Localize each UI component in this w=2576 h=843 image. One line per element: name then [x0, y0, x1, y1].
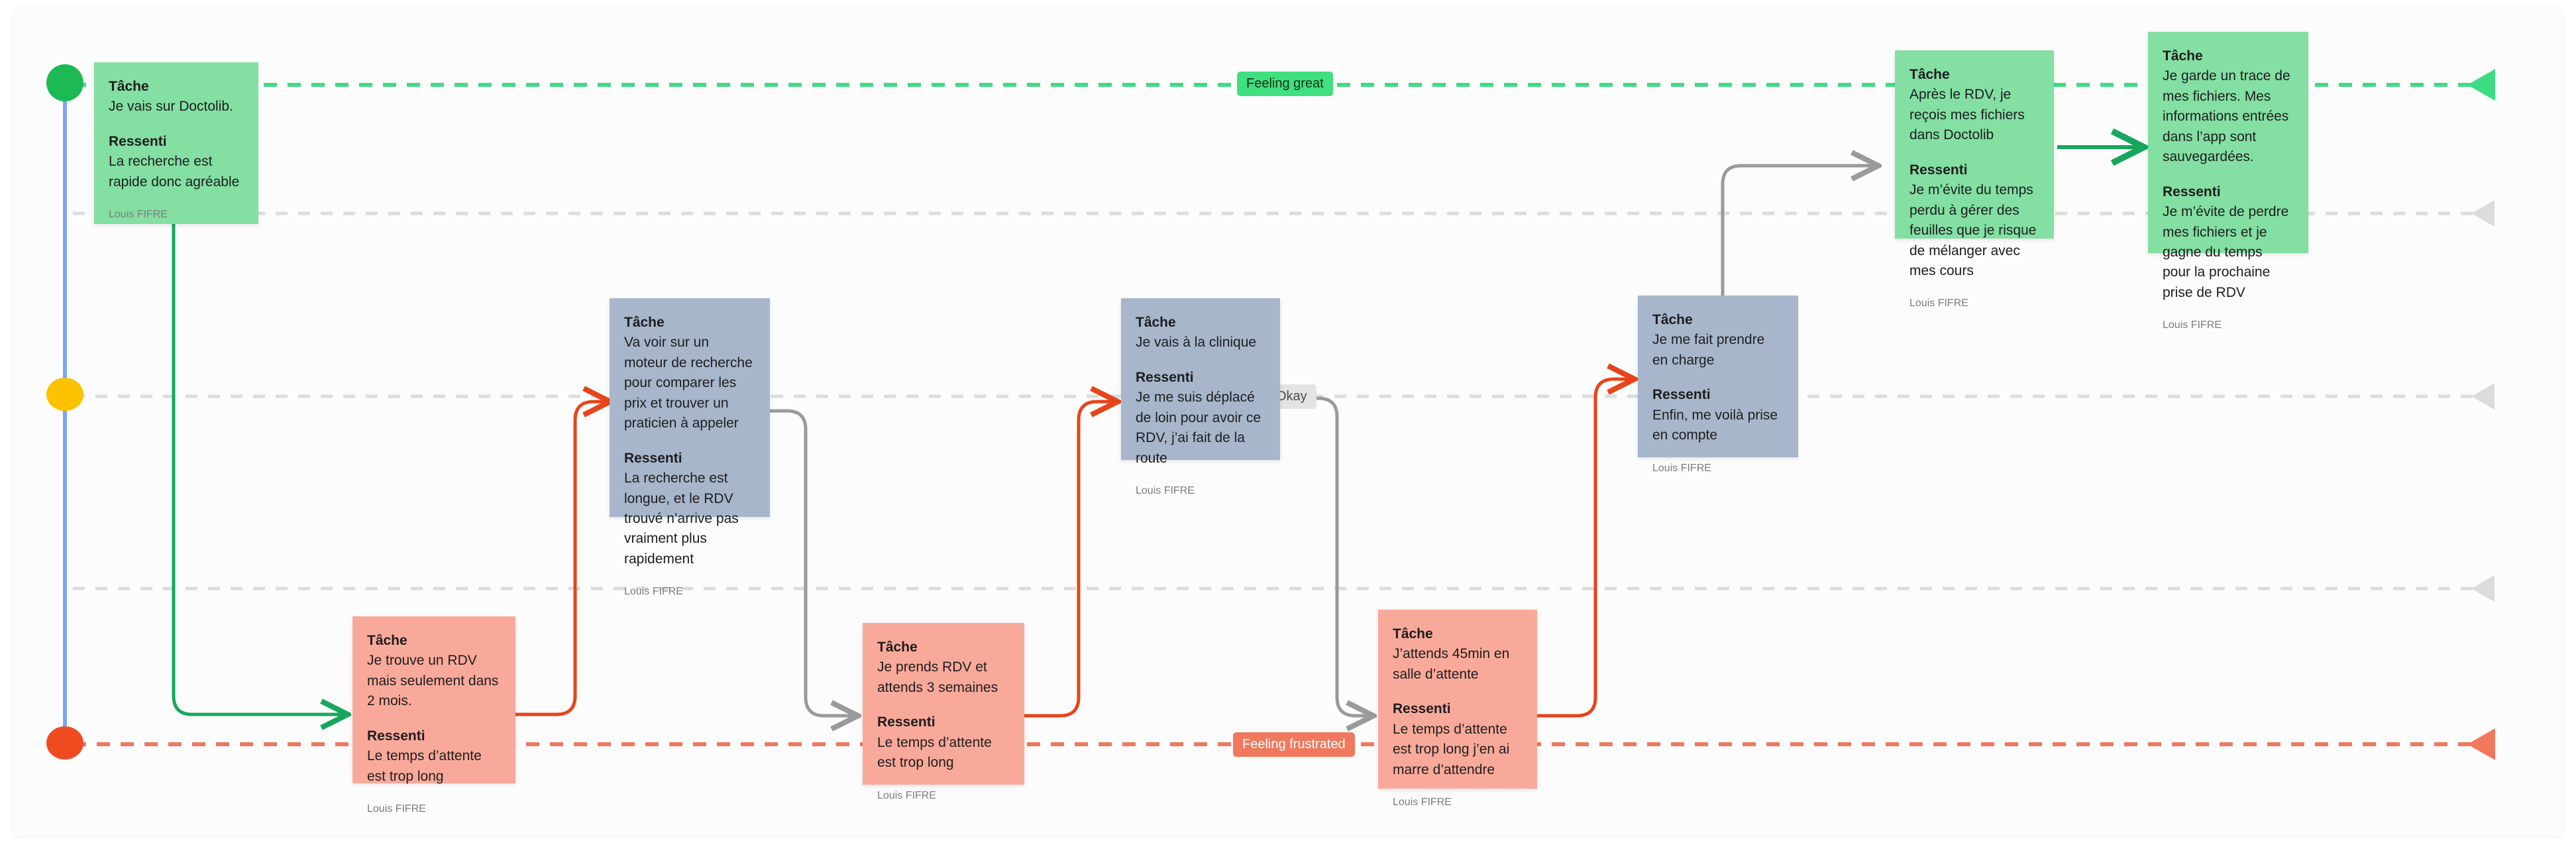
card-task-label: Tâche [1652, 312, 1693, 327]
card-feeling-label: Ressenti [367, 728, 425, 744]
card-feeling-text: La recherche est rapide donc agréable [109, 154, 240, 190]
card-feeling-text: Je me suis déplacé de loin pour avoir ce… [1136, 390, 1261, 466]
card-task-text: Je vais sur Doctolib. [109, 99, 233, 115]
journey-card-1[interactable]: Tâche Je vais sur Doctolib. Ressenti La … [94, 62, 258, 224]
card-spacer [624, 434, 755, 449]
card-task-text: Je prends RDV et attends 3 semaines [877, 659, 998, 695]
card-task-label: Tâche [624, 315, 665, 330]
card-feeling-label: Ressenti [877, 714, 936, 730]
card-feeling-text: Le temps d’attente est trop long [367, 748, 482, 784]
journey-card-2[interactable]: Tâche Je trouve un RDV mais seulement da… [352, 616, 515, 815]
card-task-text: J’attends 45min en salle d’attente [1393, 646, 1510, 682]
card-task-label: Tâche [1393, 626, 1433, 642]
journey-card-3[interactable]: Tâche Va voir sur un moteur de recherche… [610, 298, 770, 597]
card-spacer [1652, 370, 1784, 385]
card-feeling-label: Ressenti [2163, 184, 2221, 199]
card-task-text: Je vais à la clinique [1136, 335, 1257, 351]
card-task-text: Va voir sur un moteur de recherche pour … [624, 335, 753, 431]
card-task-label: Tâche [877, 640, 918, 655]
emotion-dot-great[interactable] [46, 64, 83, 101]
card-author: Louis FIFRE [109, 209, 168, 221]
journey-card-9[interactable]: Tâche Je garde un trace de mes fichiers.… [2148, 32, 2308, 331]
card-author: Louis FIFRE [1136, 485, 1195, 497]
card-spacer [109, 117, 244, 132]
card-feeling-label: Ressenti [1909, 162, 1968, 178]
card-author: Louis FIFRE [2163, 319, 2222, 331]
card-feeling-label: Ressenti [624, 450, 682, 466]
card-task-text: Je trouve un RDV mais seulement dans 2 m… [367, 653, 499, 709]
card-task-text: Après le RDV, je reçois mes fichiers dan… [1909, 87, 2025, 143]
card-feeling-text: Je m’évite de perdre mes fichiers et je … [2163, 204, 2289, 300]
card-author: Louis FIFRE [1652, 462, 1711, 474]
card-task-text: Je garde un trace de mes fichiers. Mes i… [2163, 68, 2290, 165]
journey-card-5[interactable]: Tâche Je vais à la clinique Ressenti Je … [1121, 298, 1280, 496]
card-feeling-label: Ressenti [1652, 387, 1711, 403]
card-feeling-text: Je m’évite du temps perdu à gérer des fe… [1909, 182, 2037, 278]
card-spacer [367, 712, 501, 726]
card-feeling-label: Ressenti [109, 133, 167, 149]
card-feeling-text: Enfin, me voilà prise en compte [1652, 407, 1778, 443]
card-author: Louis FIFRE [624, 586, 683, 598]
journey-card-6[interactable]: Tâche J’attends 45min en salle d’attente… [1378, 610, 1537, 808]
card-author: Louis FIFRE [1909, 298, 1968, 309]
card-task-label: Tâche [109, 79, 149, 94]
journey-card-8[interactable]: Tâche Après le RDV, je reçois mes fichie… [1895, 50, 2054, 309]
card-task-label: Tâche [2163, 48, 2203, 64]
card-spacer [1136, 353, 1265, 368]
card-spacer [877, 698, 1010, 712]
emotion-dot-okay[interactable] [46, 378, 83, 411]
card-feeling-text: La recherche est longue, et le RDV trouv… [624, 471, 739, 567]
card-task-label: Tâche [367, 633, 407, 648]
card-author: Louis FIFRE [877, 789, 936, 801]
card-spacer [2163, 168, 2294, 182]
card-spacer [1909, 146, 2039, 160]
mood-pill-feeling-great[interactable]: Feeling great [1237, 72, 1333, 96]
journey-card-7[interactable]: Tâche Je me fait prendre en charge Resse… [1638, 296, 1798, 474]
card-feeling-label: Ressenti [1136, 369, 1194, 385]
mood-pill-feeling-frustrated[interactable]: Feeling frustrated [1233, 732, 1355, 757]
card-task-label: Tâche [1136, 315, 1176, 330]
card-author: Louis FIFRE [367, 803, 426, 815]
card-feeling-label: Ressenti [1393, 701, 1451, 717]
card-feeling-text: Le temps d’attente est trop long j’en ai… [1393, 721, 1510, 777]
emotion-dot-frustrated[interactable] [46, 726, 83, 759]
card-feeling-text: Le temps d’attente est trop long [877, 734, 992, 771]
card-task-text: Je me fait prendre en charge [1652, 332, 1765, 368]
card-author: Louis FIFRE [1393, 797, 1452, 809]
card-spacer [1393, 685, 1523, 699]
card-task-label: Tâche [1909, 67, 1950, 82]
journey-card-4[interactable]: Tâche Je prends RDV et attends 3 semaine… [863, 623, 1024, 801]
